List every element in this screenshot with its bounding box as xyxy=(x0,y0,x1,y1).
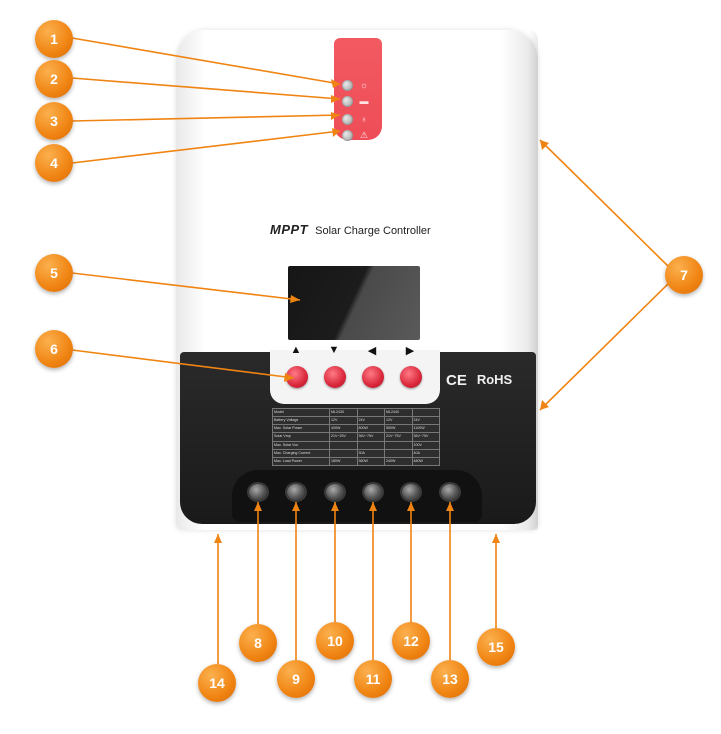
led-dot-icon xyxy=(342,79,353,91)
led-load: ♁ xyxy=(342,112,376,126)
spec-label: Max. Load Power xyxy=(272,456,330,467)
warning-icon: ⚠ xyxy=(359,129,369,140)
arrowhead-7b xyxy=(540,400,549,410)
callout-8: 8 xyxy=(239,624,277,662)
leader-7b xyxy=(539,279,673,411)
terminal-pv-positive xyxy=(249,484,267,500)
leader-4 xyxy=(71,130,341,164)
led-battery: ▬ xyxy=(342,94,376,108)
certification-marks: CE RoHS xyxy=(446,372,512,389)
leader-5 xyxy=(71,272,301,301)
arrowhead-5 xyxy=(290,295,300,303)
led-dot-icon xyxy=(342,129,353,141)
device-title: MPPT Solar Charge Controller xyxy=(270,222,470,240)
battery-icon: ▬ xyxy=(359,95,369,106)
led-dot-icon xyxy=(342,95,353,107)
callout-9: 9 xyxy=(277,660,315,698)
arrowhead-12 xyxy=(407,502,415,511)
terminal-battery-positive xyxy=(326,484,344,500)
leader-6 xyxy=(71,349,295,379)
title-text: Solar Charge Controller xyxy=(315,225,431,237)
up-arrow-icon: ▲ xyxy=(290,344,302,356)
lcd-display xyxy=(288,266,420,340)
callout-7: 7 xyxy=(665,256,703,294)
terminal-pv-negative xyxy=(287,484,305,500)
arrowhead-3 xyxy=(331,112,340,120)
led-indicator-panel: ☼ ▬ ♁ ⚠ xyxy=(334,38,382,142)
down-arrow-icon: ▼ xyxy=(328,344,340,356)
arrowhead-15 xyxy=(492,534,500,543)
terminal-load-negative xyxy=(441,484,459,500)
arrowhead-13 xyxy=(446,502,454,511)
right-button[interactable] xyxy=(400,366,422,388)
arrowhead-7a xyxy=(540,140,549,150)
down-button[interactable] xyxy=(324,366,346,388)
arrowhead-1 xyxy=(331,79,340,88)
arrowhead-8 xyxy=(254,502,262,511)
callout-14: 14 xyxy=(198,664,236,702)
up-button[interactable] xyxy=(286,366,308,388)
arrowhead-6 xyxy=(284,373,294,382)
leader-2 xyxy=(71,77,341,100)
left-button[interactable] xyxy=(362,366,384,388)
pv-icon: ☼ xyxy=(359,79,369,90)
arrowhead-4 xyxy=(332,128,340,137)
title-brand: MPPT xyxy=(270,222,309,237)
arrowhead-14 xyxy=(214,534,222,543)
arrowhead-9 xyxy=(292,502,300,511)
arrowhead-10 xyxy=(331,502,339,511)
callout-12: 12 xyxy=(392,622,430,660)
callout-13: 13 xyxy=(431,660,469,698)
led-fault: ⚠ xyxy=(342,128,376,142)
callout-5: 5 xyxy=(35,254,73,292)
callout-2: 2 xyxy=(35,60,73,98)
callout-6: 6 xyxy=(35,330,73,368)
callout-3: 3 xyxy=(35,102,73,140)
leader-1 xyxy=(71,37,341,85)
leader-3 xyxy=(71,114,341,122)
terminal-load-positive xyxy=(402,484,420,500)
callout-4: 4 xyxy=(35,144,73,182)
led-dot-icon xyxy=(342,113,353,125)
spec-value: 480W xyxy=(411,456,440,467)
terminal-battery-negative xyxy=(364,484,382,500)
led-pv: ☼ xyxy=(342,78,376,92)
rohs-mark: RoHS xyxy=(476,372,513,387)
right-arrow-icon: ▶ xyxy=(405,345,415,357)
left-arrow-icon: ◀ xyxy=(367,345,377,357)
callout-15: 15 xyxy=(477,628,515,666)
arrowhead-11 xyxy=(369,502,377,511)
bulb-icon: ♁ xyxy=(360,113,368,124)
terminal-housing xyxy=(232,470,482,522)
leader-7a xyxy=(539,139,673,271)
callout-11: 11 xyxy=(354,660,392,698)
arrowhead-2 xyxy=(331,95,340,103)
callout-1: 1 xyxy=(35,20,73,58)
ce-mark: CE xyxy=(446,372,467,389)
callout-10: 10 xyxy=(316,622,354,660)
